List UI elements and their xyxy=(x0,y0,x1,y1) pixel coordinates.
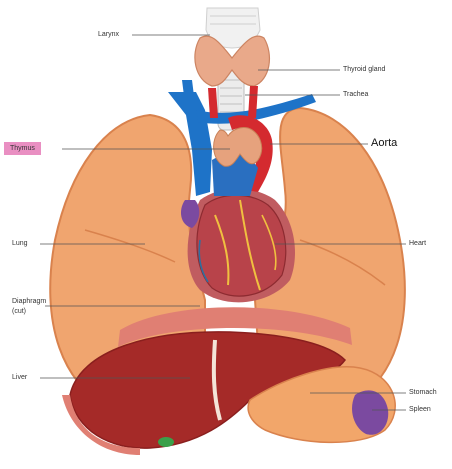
label-larynx: Larynx xyxy=(98,30,119,39)
label-aorta: Aorta xyxy=(371,137,397,150)
label-stomach: Stomach xyxy=(409,388,437,397)
label-lung: Lung xyxy=(12,239,28,248)
label-thyroid-gland: Thyroid gland xyxy=(343,65,385,74)
label-diaphragm-cut: (cut) xyxy=(12,307,26,316)
label-heart: Heart xyxy=(409,239,426,248)
gallbladder xyxy=(158,437,174,447)
label-trachea: Trachea xyxy=(343,90,368,99)
label-liver: Liver xyxy=(12,373,27,382)
label-thymus: Thymus xyxy=(4,142,41,155)
label-diaphragm: Diaphragm xyxy=(12,297,46,306)
label-spleen: Spleen xyxy=(409,405,431,414)
